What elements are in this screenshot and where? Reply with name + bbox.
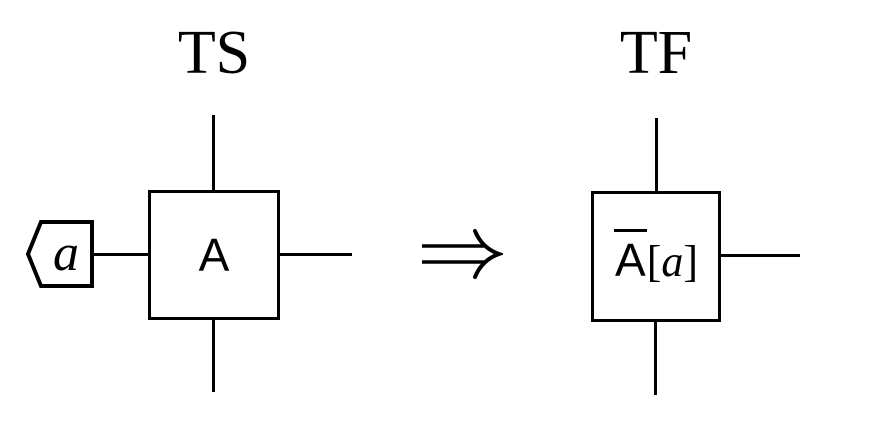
ts-bottom-wire	[212, 319, 215, 392]
tf-title: TF	[619, 19, 693, 87]
ts-title: TS	[177, 19, 251, 87]
ts-top-wire	[212, 115, 215, 191]
ts-node-box: A	[148, 190, 280, 320]
tf-node-label: A[a]	[614, 229, 698, 284]
ts-tag-connector-wire	[90, 253, 150, 256]
implies-arrow-icon	[422, 229, 503, 279]
tf-close-bracket: ]	[683, 237, 698, 286]
tag-pentagon-shape	[25, 220, 94, 288]
ts-node-label: A	[198, 229, 230, 281]
tag-label: a	[53, 225, 79, 282]
tf-node-box: A[a]	[591, 191, 721, 322]
tf-right-wire	[719, 254, 800, 257]
tf-top-wire	[655, 118, 658, 191]
tf-node-base: A	[615, 234, 646, 286]
ts-right-wire	[279, 253, 352, 256]
tf-open-bracket: [	[646, 237, 662, 286]
tf-argument: a	[661, 237, 684, 286]
tag-label-wrap: a	[42, 222, 90, 286]
tf-bottom-wire	[654, 321, 657, 395]
tf-node-base-overbar: A	[614, 229, 647, 283]
